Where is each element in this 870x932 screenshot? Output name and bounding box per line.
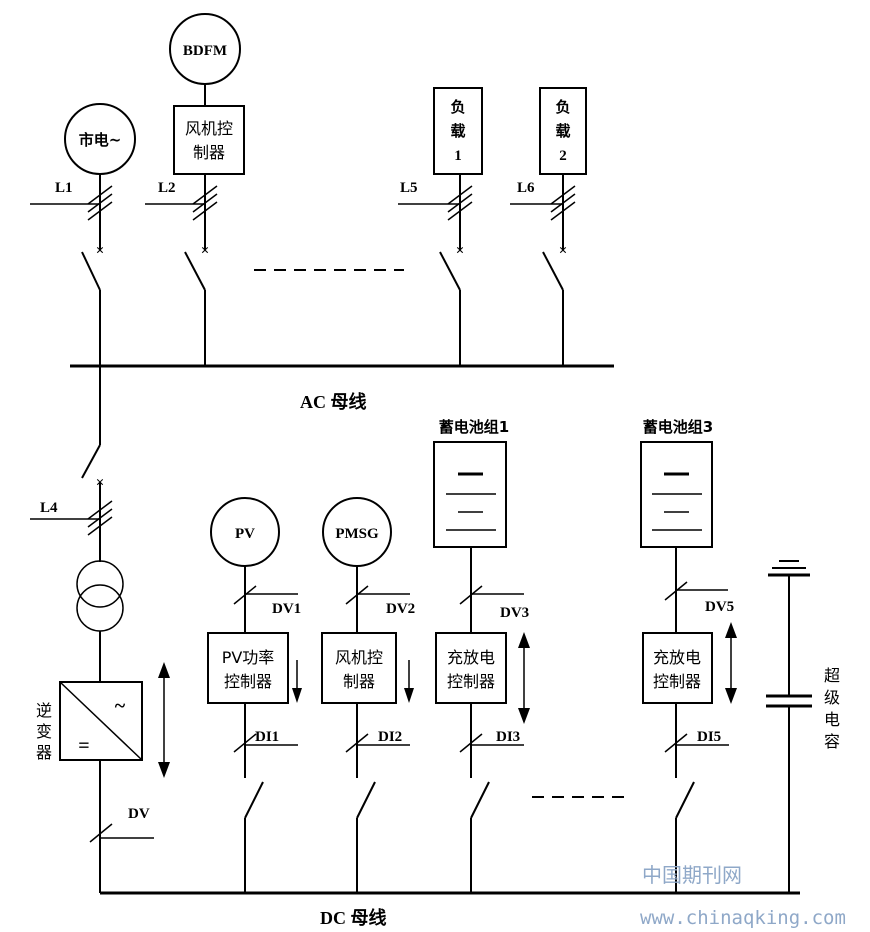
- supercap-label-1: 超: [824, 666, 840, 685]
- dv1-label: DV1: [272, 601, 301, 617]
- pv-controller: [207, 632, 289, 704]
- l2-label: L2: [158, 180, 176, 196]
- grid-feeder: 市电~ L1 ×: [30, 103, 136, 366]
- dv2-label: DV2: [386, 601, 415, 617]
- dv-label: DV: [128, 806, 150, 822]
- l6-label: L6: [517, 180, 535, 196]
- wind-ac-controller: [173, 105, 245, 175]
- l4-label: L4: [40, 500, 58, 516]
- supercap-label-2: 级: [824, 688, 840, 707]
- arrow-down-head: [518, 708, 530, 724]
- arrow-down-head: [158, 762, 170, 778]
- arrow-up-head: [725, 622, 737, 638]
- battery1-feeder: 蓄电池组1 DV3 充放电 控制器 DI3: [433, 418, 530, 893]
- supercap-feeder: 超 级 电 容: [766, 560, 840, 893]
- wind-dc-controller: [321, 632, 397, 704]
- pmsg-switch: [356, 781, 376, 819]
- arrow-up-head: [518, 632, 530, 648]
- pv-switch: [244, 781, 264, 819]
- pmsg-feeder: PMSG DV2 风机控 制器 DI2: [321, 497, 415, 893]
- di1-label: DI1: [255, 729, 279, 745]
- inverter-label-2: 变: [36, 722, 52, 741]
- battery3-label: 蓄电池组3: [643, 418, 713, 436]
- pv-controller-line2: 控制器: [224, 672, 272, 691]
- pv-label: PV: [235, 526, 255, 542]
- charge1-controller-line2: 控制器: [447, 672, 495, 691]
- breaker-x: ×: [456, 243, 465, 259]
- transformer-coil-top: [76, 560, 124, 608]
- load2-switch: [542, 251, 564, 291]
- di3-label: DI3: [496, 729, 520, 745]
- load2-line2: 载: [555, 122, 570, 140]
- wind-dc-controller-line1: 风机控: [335, 648, 383, 667]
- watermark-cn: 中国期刊网: [642, 863, 742, 887]
- supercap-label-3: 电: [824, 710, 840, 729]
- load1-box: [433, 87, 483, 175]
- pmsg-label: PMSG: [335, 526, 379, 542]
- pv-controller-line1: PV功率: [222, 648, 275, 667]
- breaker-x: ×: [559, 243, 568, 259]
- arrow-down-head: [292, 688, 302, 703]
- tie-feeder: × L4 ~ = 逆 变 器 DV: [30, 366, 170, 893]
- inverter-label-1: 逆: [36, 701, 52, 720]
- dc-bus-label: DC 母线: [320, 907, 387, 928]
- load1-line3: 1: [454, 148, 462, 164]
- battery1-switch: [470, 781, 490, 819]
- dv5-label: DV5: [705, 599, 734, 615]
- bdfm-switch: [184, 251, 206, 291]
- transformer-coil-bottom: [76, 584, 124, 632]
- l1-label: L1: [55, 180, 73, 196]
- load2-feeder: 负 载 2 L6 ×: [510, 87, 587, 366]
- load1-line2: 载: [450, 122, 465, 140]
- di5-label: DI5: [697, 729, 721, 745]
- load1-line1: 负: [450, 98, 465, 116]
- bdfm-feeder: BDFM 风机控 制器 L2 ×: [145, 13, 245, 366]
- charge1-controller: [435, 632, 507, 704]
- inverter-ac-symbol: ~: [115, 695, 126, 717]
- tie-switch: [81, 444, 101, 479]
- breaker-x: ×: [201, 243, 210, 259]
- watermark-url: www.chinaqking.com: [640, 907, 846, 929]
- charge3-controller-line2: 控制器: [653, 672, 701, 691]
- inverter-dc-symbol: =: [78, 735, 89, 757]
- load1-switch: [439, 251, 461, 291]
- arrow-down-head: [404, 688, 414, 703]
- load2-box: [539, 87, 587, 175]
- breaker-x: ×: [96, 243, 105, 259]
- battery3-feeder: 蓄电池组3 DV5 充放电 控制器 DI5: [640, 418, 737, 893]
- load1-feeder: 负 载 1 L5 ×: [398, 87, 483, 366]
- charge3-controller-line1: 充放电: [653, 648, 701, 667]
- wind-dc-controller-line2: 制器: [343, 672, 375, 691]
- arrow-up-head: [158, 662, 170, 678]
- grid-switch: [81, 251, 101, 291]
- di2-label: DI2: [378, 729, 402, 745]
- charge3-controller: [642, 632, 713, 704]
- load2-line1: 负: [555, 98, 570, 116]
- wind-ac-controller-line1: 风机控: [185, 119, 233, 138]
- charge1-controller-line1: 充放电: [447, 648, 495, 667]
- load2-line3: 2: [559, 148, 567, 164]
- wind-ac-controller-line2: 制器: [193, 143, 225, 162]
- dv3-label: DV3: [500, 605, 529, 621]
- ac-bus-label: AC 母线: [300, 391, 367, 412]
- pv-feeder: PV DV1 PV功率 控制器 DI1: [207, 497, 302, 893]
- battery1-label: 蓄电池组1: [439, 418, 509, 436]
- battery3-switch: [675, 781, 695, 819]
- arrow-down-head: [725, 688, 737, 704]
- inverter-label-3: 器: [36, 743, 52, 762]
- bdfm-label: BDFM: [183, 43, 227, 59]
- grid-source-label: 市电~: [79, 131, 122, 149]
- l5-label: L5: [400, 180, 418, 196]
- supercap-label-4: 容: [824, 732, 840, 751]
